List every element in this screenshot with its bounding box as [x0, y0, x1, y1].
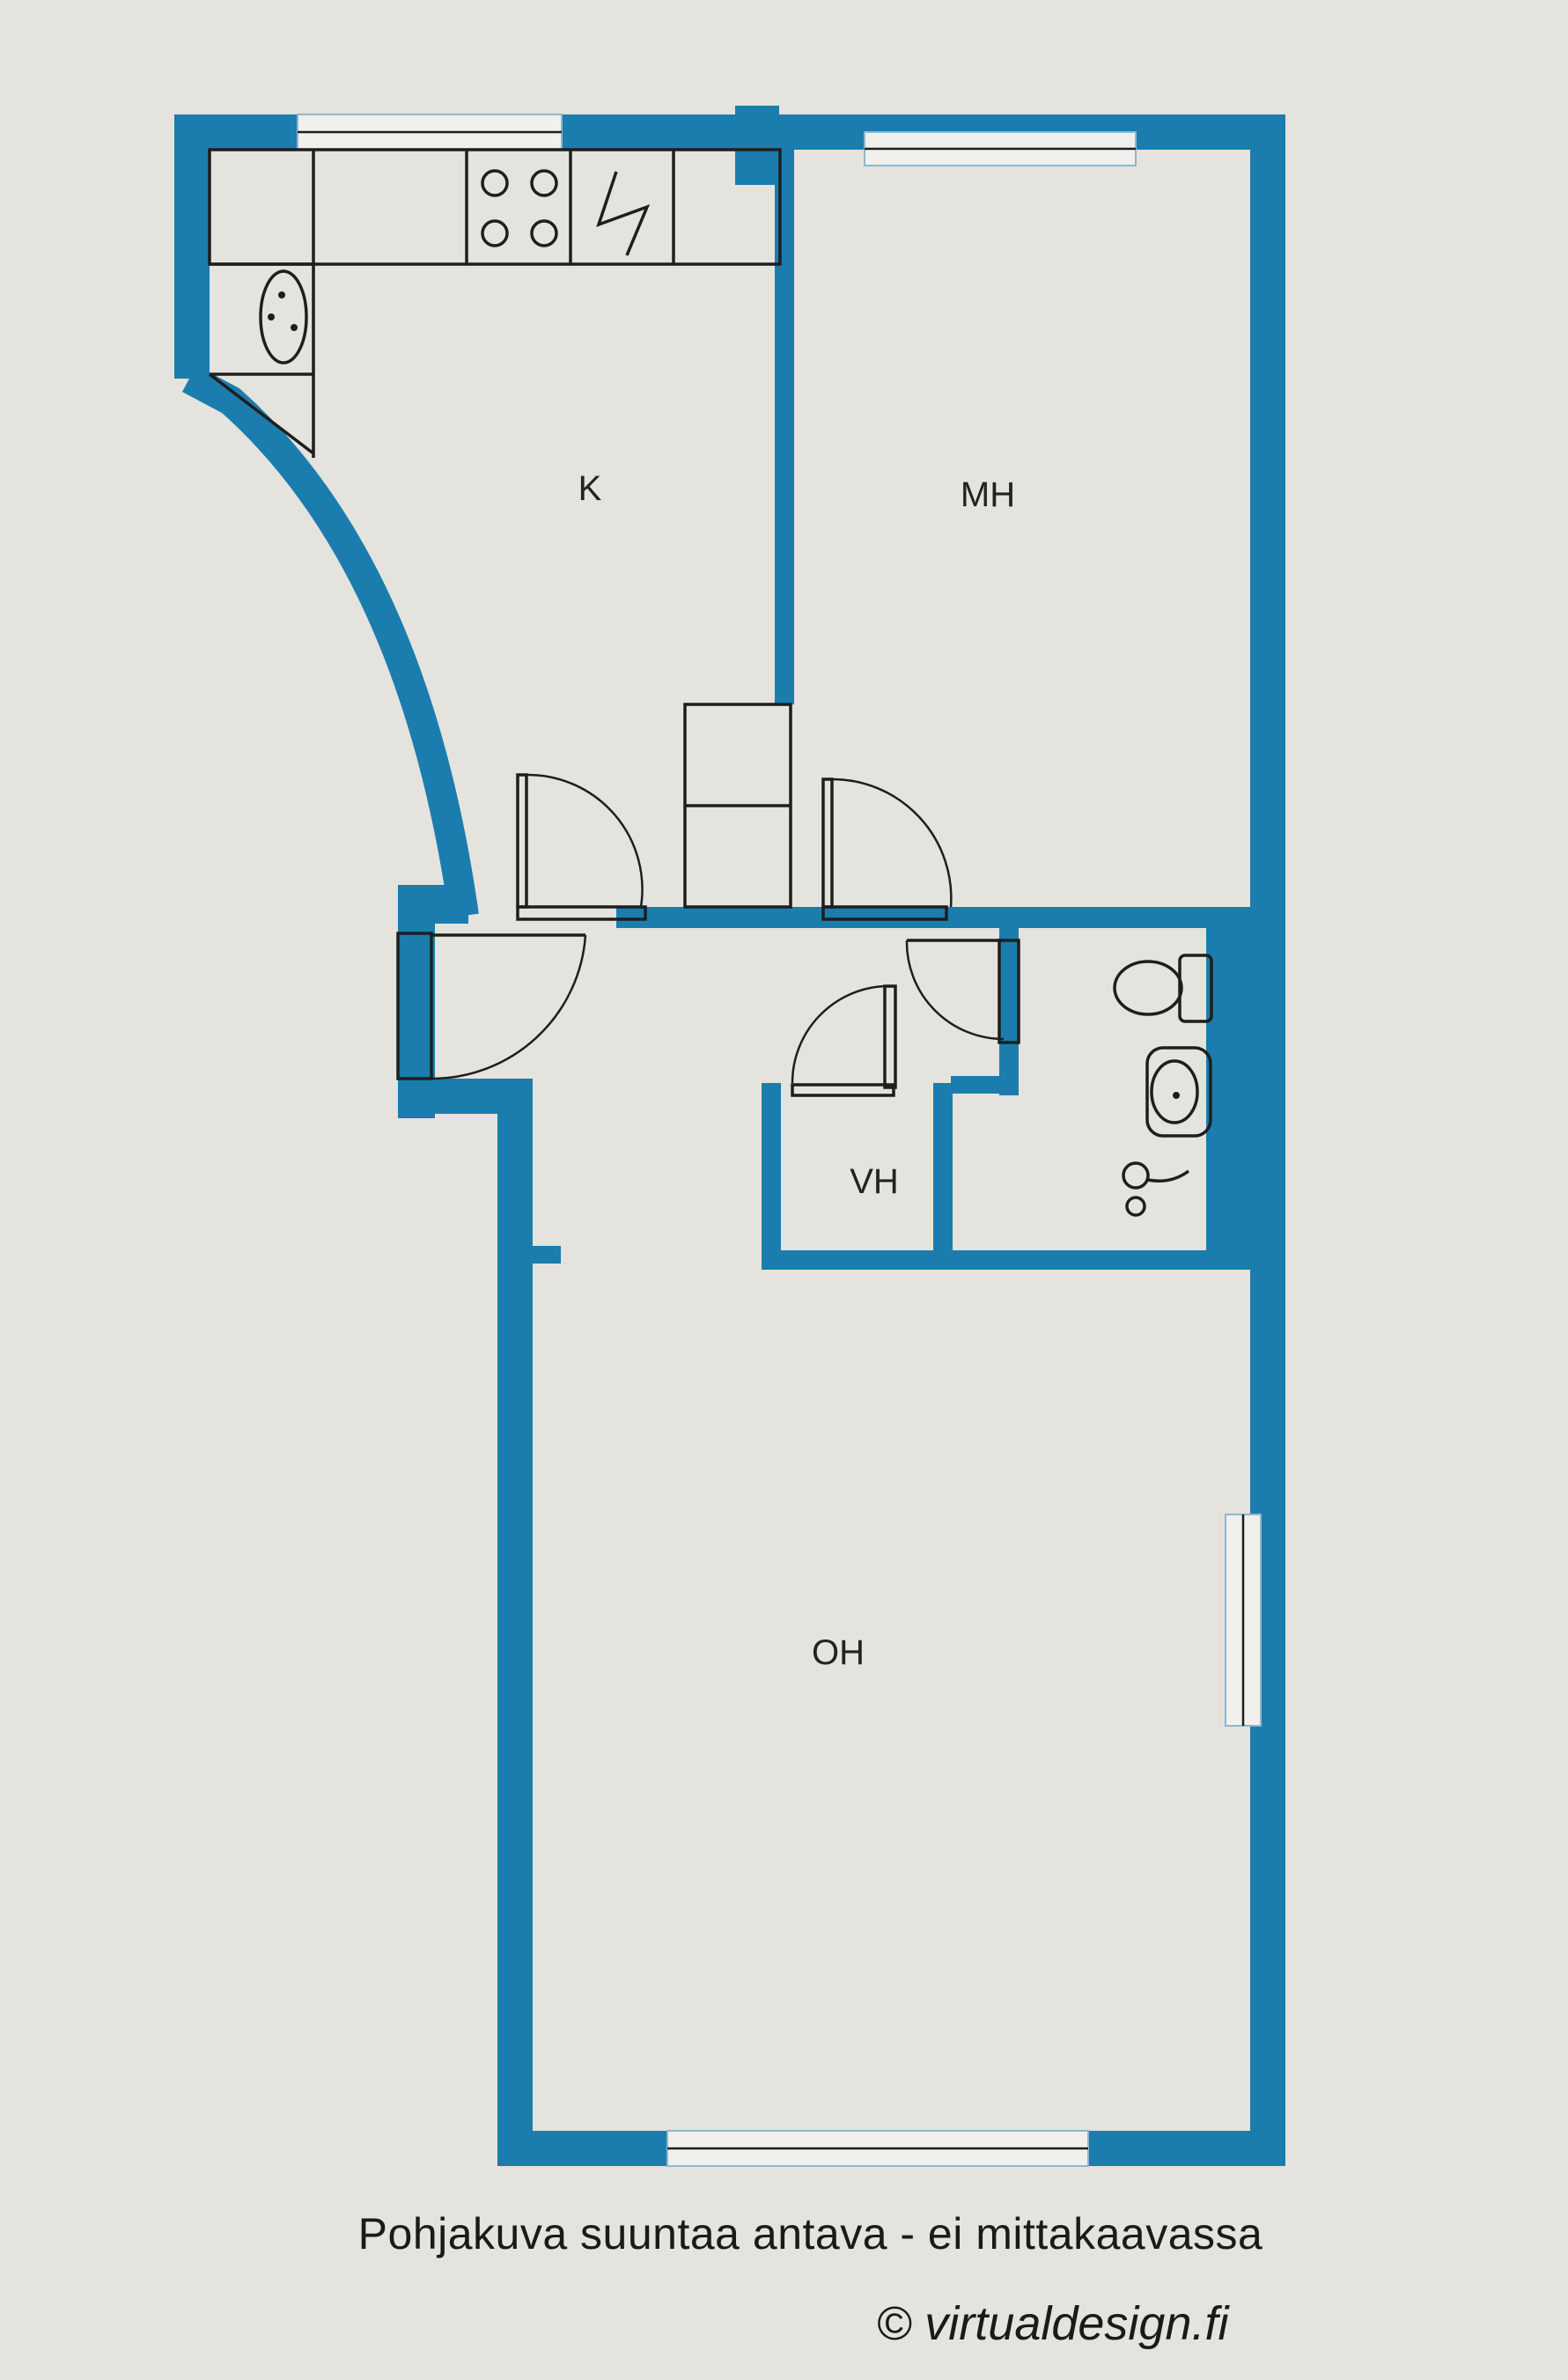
room-label-bedroom: MH [961, 475, 1015, 514]
window-icon [297, 114, 1262, 2167]
washbasin-icon [1145, 1046, 1212, 1138]
room-label-living-room: OH [812, 1633, 865, 1672]
stove-icon [481, 169, 651, 256]
credit-caption: © virtualdesign.fi [876, 2297, 1229, 2350]
shower-icon [1122, 1161, 1190, 1217]
outer-walls [174, 114, 1285, 2166]
kitchen-counter [208, 148, 782, 458]
toilet-icon [1113, 954, 1213, 1023]
sink-icon [259, 269, 308, 365]
disclaimer-caption: Pohjakuva suuntaa antava - ei mittakaava… [357, 2209, 1263, 2258]
closet [683, 703, 792, 909]
interior-walls [616, 106, 1268, 1270]
room-label-toilet: VH [850, 1162, 899, 1201]
door-swing-icon [396, 773, 1020, 1097]
room-label-kitchen: K [578, 469, 602, 508]
